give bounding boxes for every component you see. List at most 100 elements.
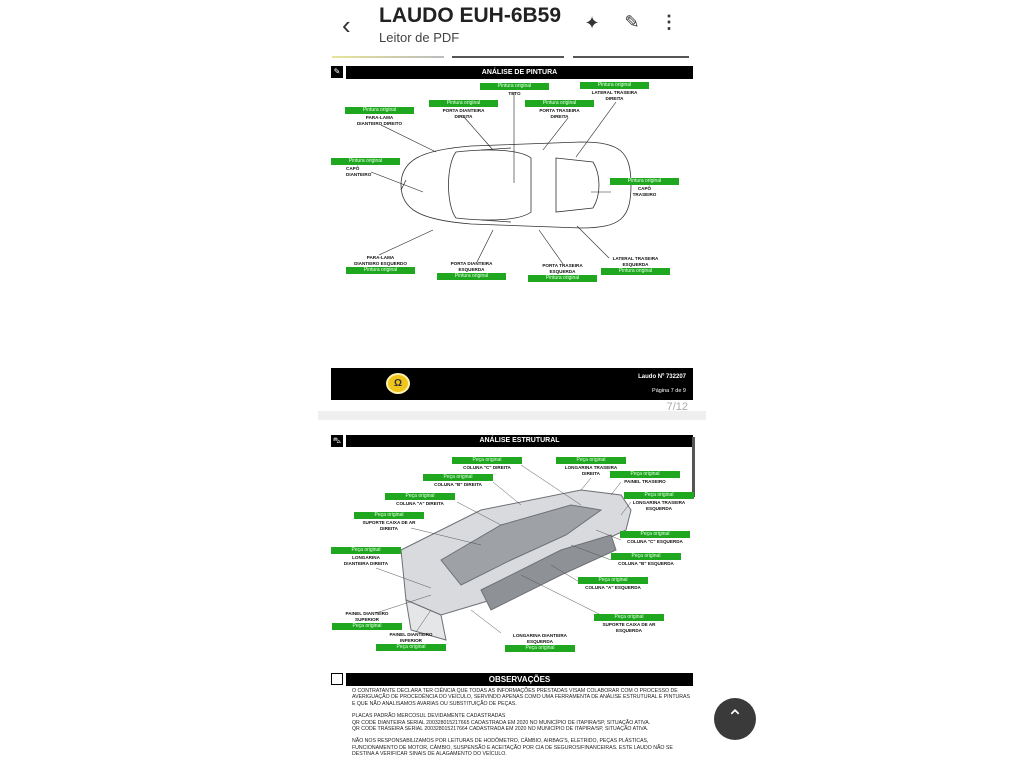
status-tag: Peça original xyxy=(611,553,681,560)
part-name: DIANTEIRO ESQUERDO xyxy=(354,260,407,266)
part-name: DIANTEIRO DIREITO xyxy=(356,120,403,126)
page-of-pages: Página 7 de 9 xyxy=(652,388,686,394)
section-header-pintura: ANÁLISE DE PINTURA xyxy=(346,66,693,79)
part-name: PORTA TRASEIRA xyxy=(542,263,583,268)
part-name: COLUNA "B" DIREITA xyxy=(434,482,482,487)
laudo-number: Laudo Nº 732207 xyxy=(638,374,686,380)
company-logo: Ω xyxy=(386,373,410,394)
status-tag: Pintura original xyxy=(610,178,679,185)
part-name: DIANTEIRO xyxy=(346,171,372,177)
page-subtitle: Leitor de PDF xyxy=(379,30,460,45)
obs-line: QR CODE TRASEIRA SERIAL 200328015217664 … xyxy=(352,726,649,733)
status-tag: Pintura original xyxy=(601,268,670,276)
part-name: LATERAL TRASEIRA xyxy=(591,90,638,95)
part-name: TRASEIRO xyxy=(632,191,657,197)
part-name: PORTA DIANTEIRA xyxy=(442,108,485,113)
status-tag: Peça original xyxy=(423,474,493,481)
part-name: SUPERIOR xyxy=(355,616,379,622)
status-tag: Peça original xyxy=(385,493,455,500)
obs-paragraph: NÃO NOS RESPONSABILIZAMOS POR LEITURAS D… xyxy=(352,738,673,758)
status-tag: Peça original xyxy=(556,457,626,464)
tab-indicator-1 xyxy=(332,56,444,58)
status-tag: Peça original xyxy=(594,614,664,621)
status-tag: Pintura original xyxy=(346,267,415,275)
part-name: PAINEL TRASEIRO xyxy=(624,479,666,484)
part-name: COLUNA "C" DIREITA xyxy=(463,465,511,470)
page-title: LAUDO EUH-6B59 xyxy=(379,4,562,27)
status-tag: Pintura original xyxy=(580,82,649,89)
scrollbar[interactable] xyxy=(692,437,695,497)
car-top-view-diagram xyxy=(370,92,632,265)
part-name: CAPÔ xyxy=(346,166,360,171)
status-tag: Peça original xyxy=(620,531,690,538)
chevron-left-icon[interactable]: ‹ xyxy=(342,10,351,40)
more-vert-icon[interactable]: ⋮ xyxy=(660,12,678,32)
part-name: LONGARINA DIANTEIRA xyxy=(513,633,567,638)
status-tag: Pintura original xyxy=(528,275,597,283)
page-indicator: 7/12 xyxy=(666,401,688,413)
obs-line: PLACAS PADRÃO MERCOSUL DEVIDAMENTE CADAS… xyxy=(352,713,506,720)
scroll-to-top-button[interactable]: ⌃ xyxy=(714,698,756,740)
part-name: SUPORTE CAIXA DE AR xyxy=(602,622,656,627)
status-tag: Peça original xyxy=(376,644,446,652)
part-name: PORTA DIANTEIRA xyxy=(450,261,493,266)
part-name: DIREITA xyxy=(605,95,624,101)
part-name: CAPÔ xyxy=(637,186,652,191)
status-tag: Pintura original xyxy=(331,158,400,165)
part-name: SUPORTE CAIXA DE AR xyxy=(362,520,416,525)
part-name: LATERAL TRASEIRA xyxy=(612,256,659,261)
car-chassis-diagram xyxy=(375,464,632,641)
part-name: COLUNA "A" DIREITA xyxy=(396,501,444,506)
part-name: PORTA TRASEIRA xyxy=(539,108,580,113)
status-tag: Pintura original xyxy=(429,100,498,107)
status-tag: Pintura original xyxy=(437,273,506,281)
part-name: ESQUERDA xyxy=(549,268,576,274)
paintbrush-icon: ✎ xyxy=(331,66,343,78)
part-name: INFERIOR xyxy=(400,637,422,643)
status-tag: Peça original xyxy=(610,471,680,478)
status-tag: Pintura original xyxy=(480,83,549,90)
tab-indicator-3 xyxy=(573,56,689,58)
part-name: COLUNA "B" ESQUERDA xyxy=(618,561,674,566)
tab-indicator-2 xyxy=(452,56,564,58)
status-tag: Peça original xyxy=(505,645,575,653)
part-name: PARA-LAMA xyxy=(366,255,395,260)
observations-text: O CONTRATANTE DECLARA TER CIÊNCIA QUE TO… xyxy=(352,688,692,764)
part-name: ESQUERDA xyxy=(458,266,485,272)
clipboard-icon xyxy=(331,673,343,685)
obs-line: QR CODE DIANTEIRA SERIAL 200328015217665… xyxy=(352,719,651,726)
page-separator xyxy=(318,411,706,420)
part-name: DIANTEIRA DIREITA xyxy=(343,560,389,566)
part-name: ESQUERDA xyxy=(622,261,649,267)
part-name: LONGARINA xyxy=(352,555,380,560)
status-tag: Peça original xyxy=(331,547,401,554)
part-name: DIREITA xyxy=(581,470,601,476)
part-name: ESQUERDA xyxy=(526,638,554,644)
obs-paragraph: O CONTRATANTE DECLARA TER CIÊNCIA QUE TO… xyxy=(352,688,690,707)
edit-icon[interactable]: ✎ xyxy=(624,12,640,32)
status-tag: Peça original xyxy=(578,577,648,584)
section-header-observacoes: OBSERVAÇÕES xyxy=(346,673,693,686)
status-tag: Pintura original xyxy=(525,100,594,107)
sparkle-icon[interactable]: ✦ xyxy=(584,13,600,33)
part-name: PAINEL DIANTEIRO xyxy=(389,632,433,637)
status-tag: Peça original xyxy=(354,512,424,519)
